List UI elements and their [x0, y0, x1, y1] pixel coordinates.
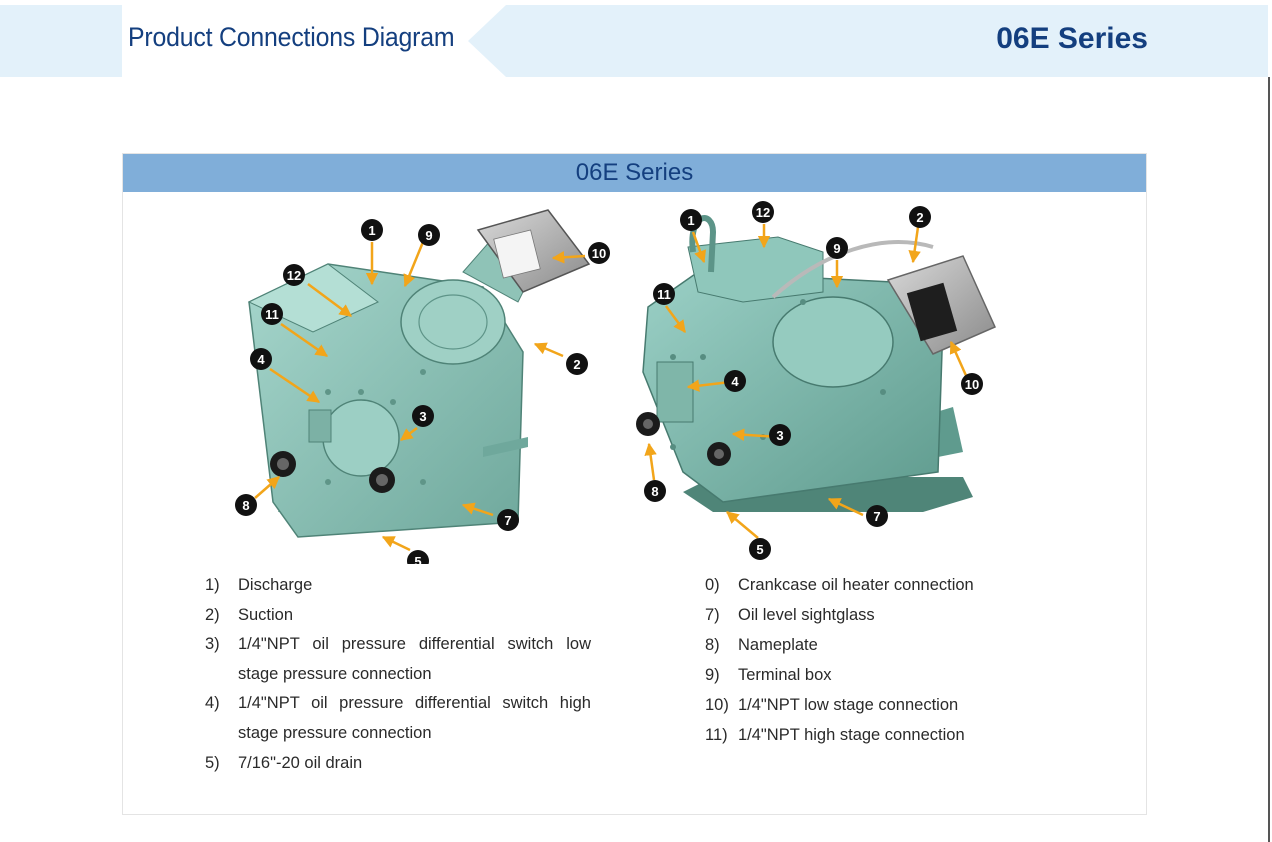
- callout-badge: 2: [566, 353, 588, 375]
- callout-badge: 12: [752, 201, 774, 223]
- svg-text:11: 11: [265, 307, 279, 322]
- svg-text:1: 1: [687, 213, 694, 228]
- svg-text:8: 8: [242, 498, 249, 513]
- callout-badge: 1: [361, 219, 383, 241]
- callout-badge: 10: [961, 373, 983, 395]
- legend-item: 10)1/4"NPT low stage connection: [705, 696, 959, 714]
- compressor-illustration: 1 9 10 12 11 2 4 3 8 7 5 1 12 2 9 11 4 3: [235, 201, 996, 564]
- compressor-right: [636, 215, 996, 512]
- legend-item: 3)1/4"NPT oil pressure differential swit…: [205, 635, 591, 683]
- callout-badge: 11: [261, 303, 283, 325]
- callout-badge: 4: [250, 348, 272, 370]
- callouts-left: 1 9 10 12 11 2 4 3 8 7 5: [235, 219, 610, 564]
- svg-text:12: 12: [287, 268, 301, 283]
- svg-text:8: 8: [651, 484, 658, 499]
- legend-item: 5)7/16"-20 oil drain: [205, 754, 363, 772]
- callout-badge: 10: [588, 242, 610, 264]
- callout-badge: 7: [866, 505, 888, 527]
- legend-item: 2)Suction: [205, 606, 294, 624]
- legend-item: 1)Discharge: [205, 576, 313, 594]
- svg-text:7: 7: [873, 509, 880, 524]
- svg-text:5: 5: [756, 542, 763, 557]
- legend-item: 0)Crankcase oil heater connection: [705, 576, 974, 594]
- callout-badge: 5: [749, 538, 771, 560]
- connections-figure: 1 9 10 12 11 2 4 3 8 7 5 1 12 2 9 11 4 3: [123, 192, 1148, 564]
- legend-item: 4)1/4"NPT oil pressure differential swit…: [205, 694, 591, 742]
- svg-text:1: 1: [368, 223, 375, 238]
- svg-text:3: 3: [419, 409, 426, 424]
- callout-badge: 5: [407, 550, 429, 564]
- svg-text:2: 2: [916, 210, 923, 225]
- legend-item: 9)Terminal box: [705, 666, 832, 684]
- svg-text:5: 5: [414, 554, 421, 564]
- svg-text:12: 12: [756, 205, 770, 220]
- svg-text:7: 7: [504, 513, 511, 528]
- legend-item: 7)Oil level sightglass: [705, 606, 875, 624]
- callout-badge: 3: [412, 405, 434, 427]
- svg-text:11: 11: [657, 287, 671, 302]
- page-title: Product Connections Diagram: [128, 22, 455, 52]
- svg-text:9: 9: [425, 228, 432, 243]
- legend-item: 11)1/4"NPT high stage connection: [705, 726, 965, 744]
- callout-badge: 3: [769, 424, 791, 446]
- callout-badge: 11: [653, 283, 675, 305]
- svg-text:10: 10: [965, 377, 979, 392]
- panel-heading: 06E Series: [123, 154, 1146, 192]
- svg-text:10: 10: [592, 246, 606, 261]
- callout-badge: 9: [418, 224, 440, 246]
- svg-text:4: 4: [257, 352, 265, 367]
- svg-text:4: 4: [731, 374, 739, 389]
- compressor-left: [247, 209, 591, 538]
- callout-badge: 9: [826, 237, 848, 259]
- callout-badge: 7: [497, 509, 519, 531]
- callout-badge: 8: [644, 480, 666, 502]
- header-left-strip: [0, 5, 122, 77]
- callout-badge: 1: [680, 209, 702, 231]
- legend-left: 1)Discharge 2)Suction 3)1/4"NPT oil pres…: [205, 570, 591, 778]
- svg-text:9: 9: [833, 241, 840, 256]
- header-band: [468, 5, 1268, 77]
- legend-right: 0)Crankcase oil heater connection 7)Oil …: [705, 570, 1025, 750]
- legend-item: 8)Nameplate: [705, 636, 818, 654]
- callout-arrows: [254, 224, 970, 552]
- callout-badge: 2: [909, 206, 931, 228]
- series-title: 06E Series: [996, 22, 1148, 55]
- product-panel: 06E Series: [122, 153, 1147, 815]
- callout-badge: 12: [283, 264, 305, 286]
- callout-badge: 8: [235, 494, 257, 516]
- svg-text:3: 3: [776, 428, 783, 443]
- edge-divider: [1268, 77, 1270, 842]
- callout-badge: 4: [724, 370, 746, 392]
- callouts-right: 1 12 2 9 11 4 3 10 8 7 5: [644, 201, 983, 560]
- svg-text:2: 2: [573, 357, 580, 372]
